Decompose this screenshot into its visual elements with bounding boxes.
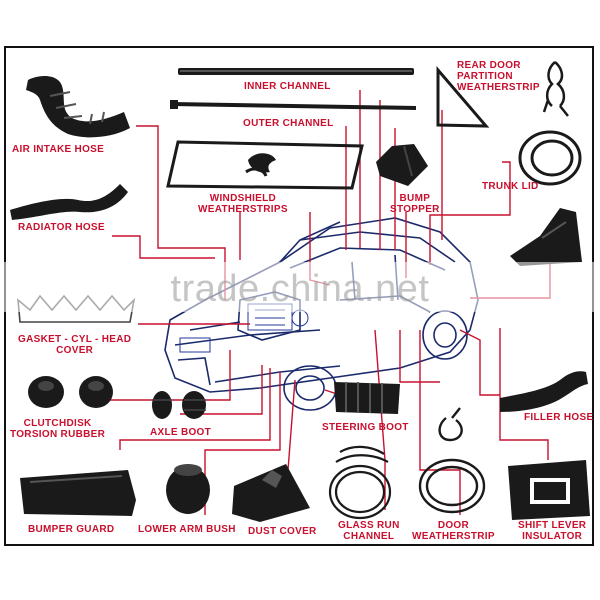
windshield-weatherstrips-part bbox=[166, 140, 364, 190]
label-bump-stopper: BUMP STOPPER bbox=[390, 193, 440, 215]
label-shift-lever-insulator: SHIFT LEVER INSULATOR bbox=[518, 520, 587, 542]
label-windshield-weatherstrips: WINDSHIELD WEATHERSTRIPS bbox=[198, 193, 288, 215]
car-illustration bbox=[164, 217, 479, 411]
label-air-intake-hose: AIR INTAKE HOSE bbox=[12, 144, 105, 155]
label-filler-hose: FILLER HOSE bbox=[524, 412, 594, 423]
label-steering-boot: STEERING BOOT bbox=[322, 422, 409, 433]
label-bumper-guard: BUMPER GUARD bbox=[28, 524, 115, 535]
label-gasket-cyl-head-cover: GASKET - CYL - HEAD COVER bbox=[18, 334, 132, 356]
rear-door-partition-part bbox=[436, 65, 490, 128]
glass-run-channel-part bbox=[328, 445, 392, 520]
watermark-text: trade.china.net bbox=[170, 268, 430, 310]
trunk-lid-part bbox=[518, 130, 582, 186]
label-lower-arm-bush: LOWER ARM BUSH bbox=[138, 524, 236, 535]
steering-boot-part bbox=[334, 382, 400, 414]
rear-door-partition-profile bbox=[542, 61, 569, 117]
bump-stopper-part bbox=[376, 144, 428, 186]
label-glass-run-channel: GLASS RUN CHANNEL bbox=[338, 520, 400, 542]
radiator-hose-part bbox=[10, 184, 128, 220]
filler-hose-part bbox=[500, 371, 588, 412]
clutchdisk-part bbox=[28, 376, 113, 408]
label-clutchdisk-torsion-rubber: CLUTCHDISK TORSION RUBBER bbox=[10, 418, 106, 440]
outer-channel-part bbox=[170, 100, 416, 110]
label-radiator-hose: RADIATOR HOSE bbox=[18, 222, 105, 233]
label-trunk-lid: TRUNK LID bbox=[482, 181, 539, 192]
label-axle-boot: AXLE BOOT bbox=[150, 427, 212, 438]
axle-boot-part bbox=[152, 391, 206, 419]
label-door-weatherstrip: DOOR WEATHERSTRIP bbox=[412, 520, 495, 542]
inner-channel-part bbox=[178, 68, 414, 75]
shift-lever-insulator-part bbox=[508, 460, 590, 520]
air-intake-hose-part bbox=[26, 76, 130, 138]
label-rear-door-partition: REAR DOOR PARTITION WEATHERSTRIP bbox=[457, 60, 540, 93]
label-outer-channel: OUTER CHANNEL bbox=[243, 118, 334, 129]
door-weatherstrip-part bbox=[418, 407, 486, 514]
label-dust-cover: DUST COVER bbox=[248, 526, 317, 537]
lower-arm-bush-part bbox=[166, 464, 210, 514]
bumper-guard-part bbox=[20, 470, 136, 516]
label-inner-channel: INNER CHANNEL bbox=[244, 81, 331, 92]
shift-lever-insulator-top-part bbox=[510, 208, 582, 266]
watermark-band bbox=[0, 262, 600, 312]
dust-cover-part bbox=[232, 464, 310, 522]
